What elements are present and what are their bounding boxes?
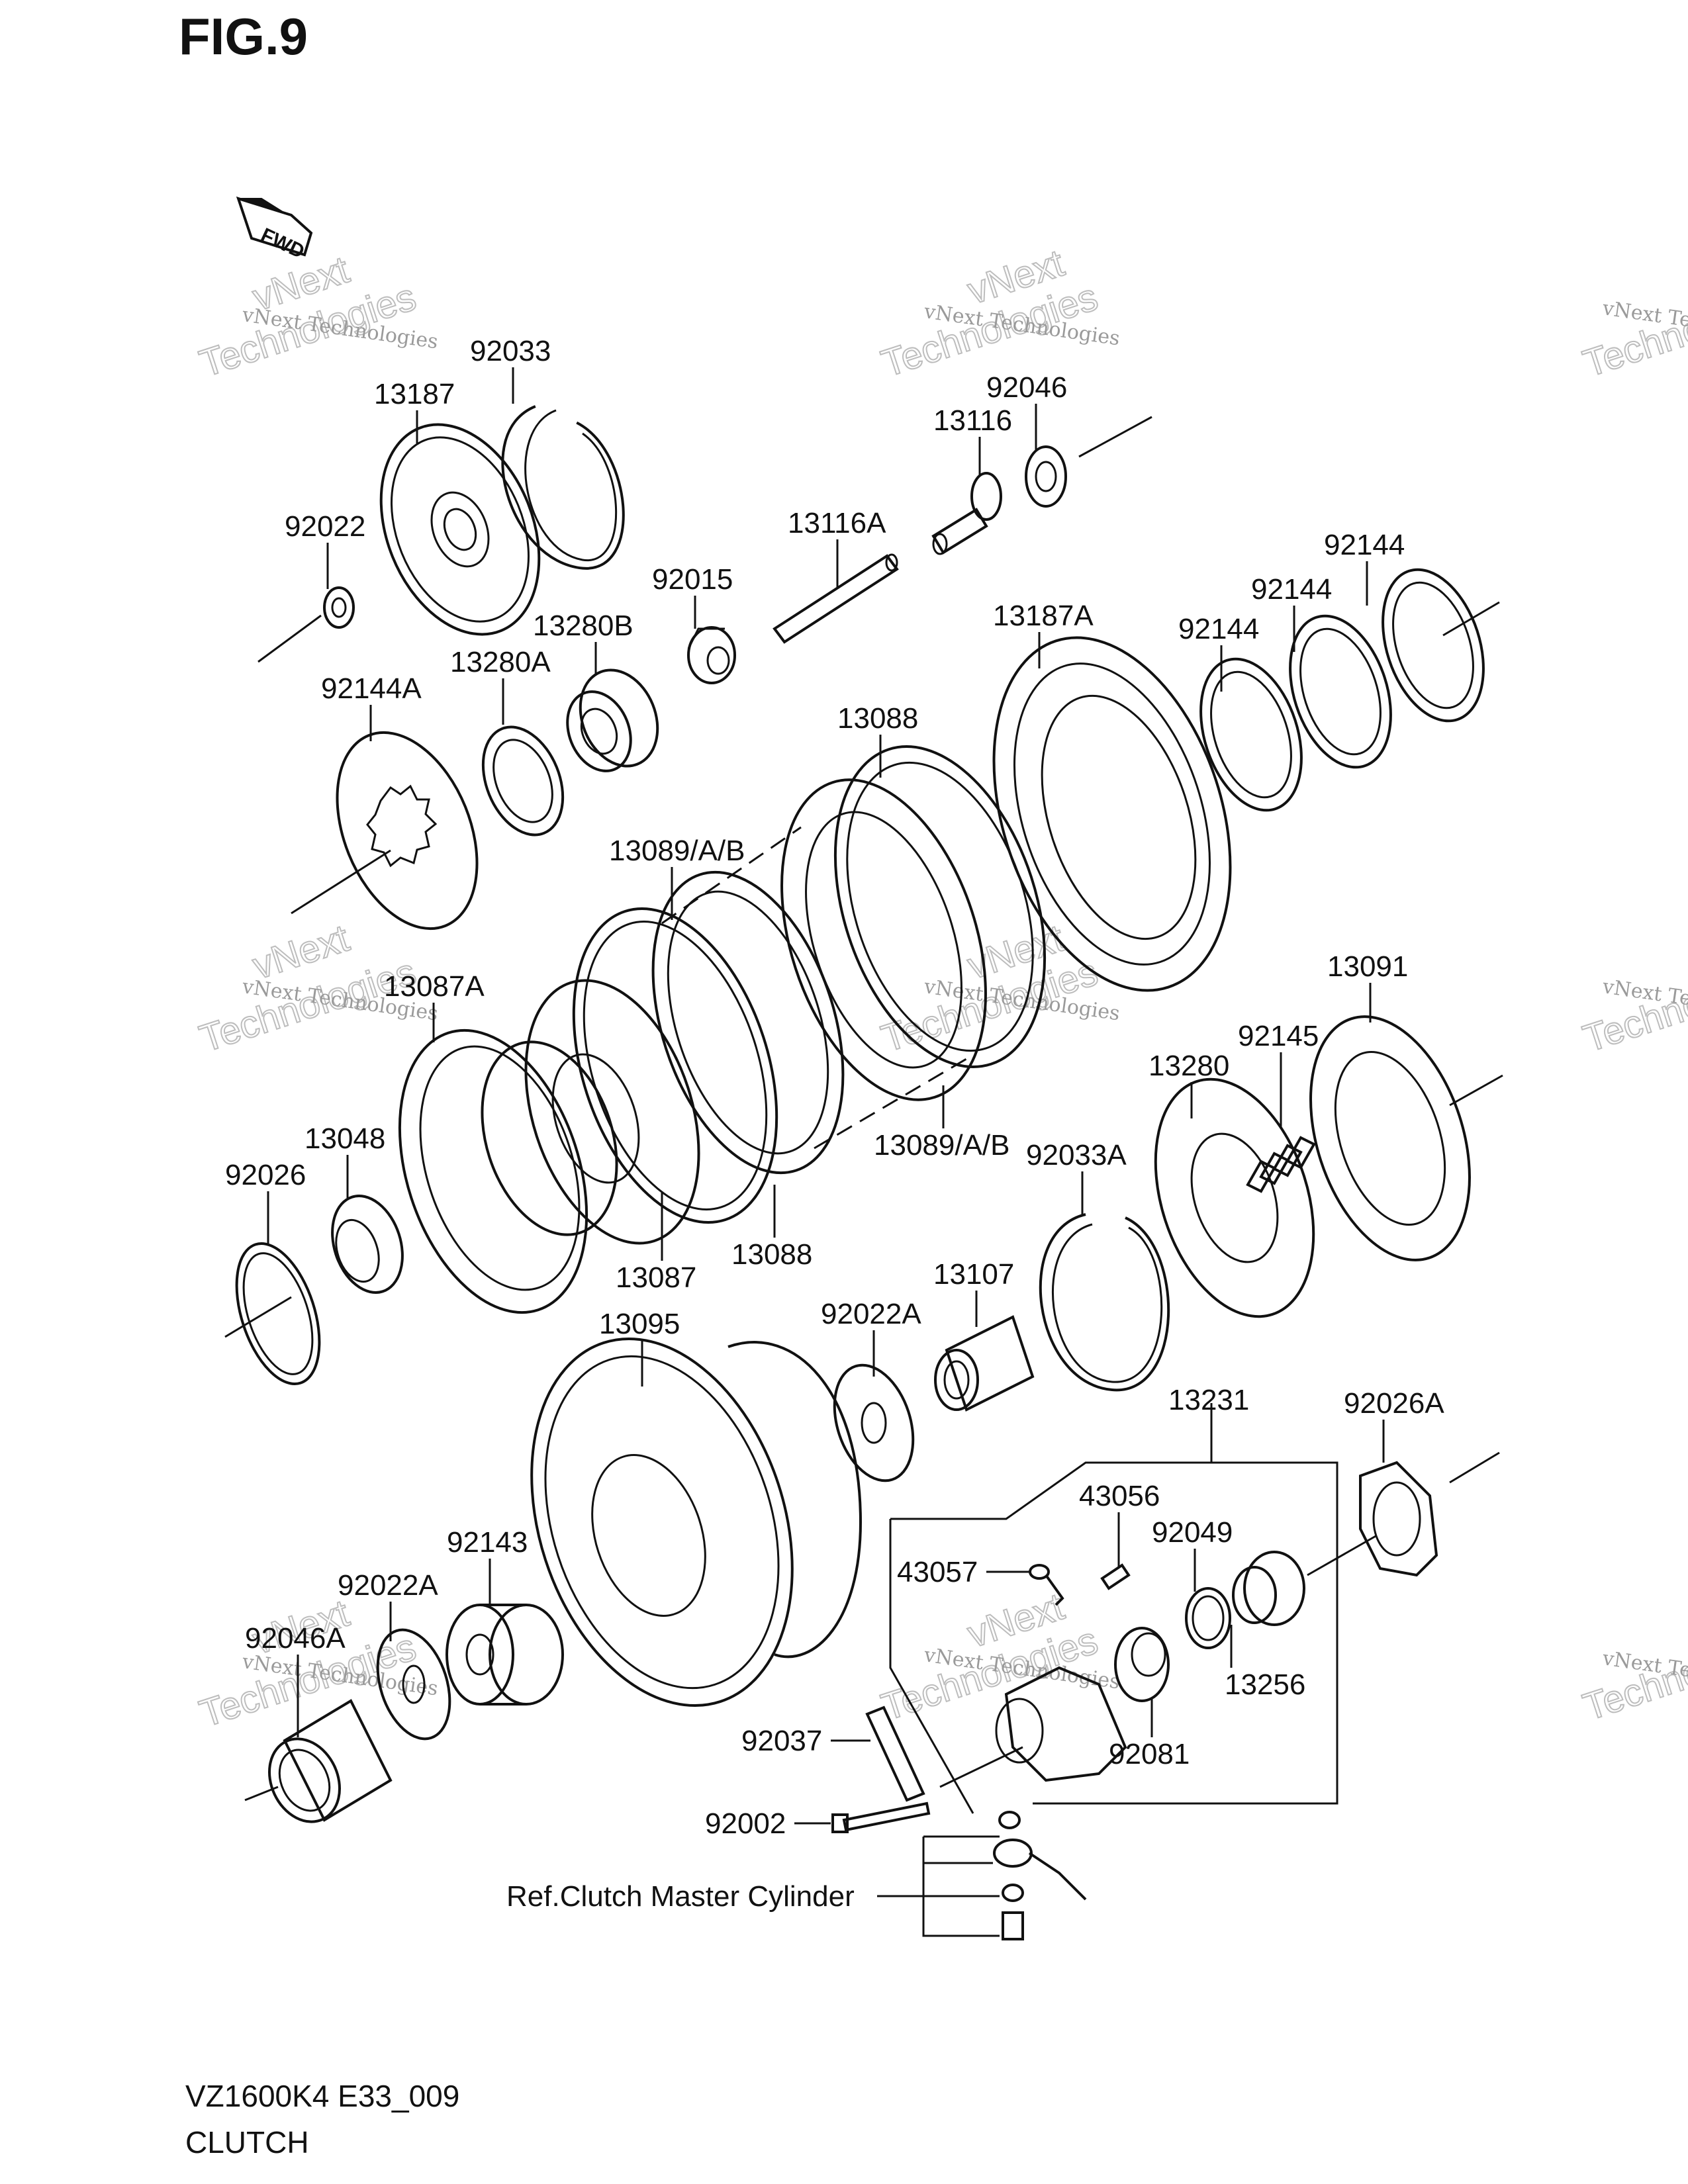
part-13089-steel-plate-bottom — [651, 870, 845, 1175]
label-13280: 13280 — [1149, 1050, 1229, 1082]
part-92144-shim-2 — [1289, 614, 1392, 769]
label-92081: 92081 — [1109, 1738, 1190, 1770]
watermark-top-center: vNext Technologies vNext Technologies — [876, 241, 1121, 387]
label-13088-top: 13088 — [837, 702, 918, 735]
watermark-top-right: Technologies vNext Technologies — [1577, 275, 1688, 386]
label-13091: 13091 — [1327, 950, 1408, 983]
part-92037-dowel — [865, 1706, 925, 1802]
part-13088-friction-plate-top — [833, 745, 1047, 1068]
part-92022-washer — [258, 586, 355, 663]
part-43057-cap — [1029, 1564, 1064, 1606]
part-92143-collar — [445, 1604, 564, 1706]
label-92022A-top: 92022A — [821, 1298, 921, 1330]
label-ref-clutch-master-cylinder: Ref.Clutch Master Cylinder — [506, 1880, 855, 1913]
label-13089-a-b-bottom: 13089/A/B — [874, 1129, 1010, 1161]
part-92145-spring — [1246, 1136, 1316, 1193]
part-13116-push-rod-end — [931, 472, 1002, 555]
footer-section-name: CLUTCH — [185, 2125, 309, 2160]
label-13107: 13107 — [933, 1258, 1014, 1291]
label-92033: 92033 — [470, 335, 551, 367]
part-13087-clutch-hub — [481, 979, 700, 1245]
part-13231-slave-cylinder — [939, 1666, 1127, 1788]
label-13048: 13048 — [305, 1122, 385, 1155]
part-92002-bolt — [831, 1801, 931, 1833]
label-13256: 13256 — [1225, 1668, 1305, 1701]
label-92144-c: 92144 — [1324, 529, 1405, 561]
label-92022: 92022 — [285, 510, 365, 543]
part-92033A-snap-ring — [1039, 1213, 1170, 1392]
label-92046A: 92046A — [245, 1622, 346, 1655]
part-13048-collar — [331, 1195, 404, 1294]
part-92046-needle-bearing — [1025, 416, 1152, 508]
label-13187: 13187 — [374, 378, 455, 410]
watermark-mid-right: Technologies vNext Technologies — [1577, 950, 1688, 1061]
footer-model-code: VZ1600K4 E33_009 — [185, 2079, 460, 2113]
label-13116: 13116 — [933, 404, 1012, 437]
label-13280B: 13280B — [533, 610, 633, 642]
label-13088-bottom: 13088 — [731, 1238, 812, 1271]
watermark-top-left: vNext Technologies vNext Technologies — [194, 248, 440, 387]
label-13187A: 13187A — [993, 600, 1094, 632]
label-92002: 92002 — [705, 1807, 786, 1840]
part-92015-nut — [687, 626, 736, 684]
part-13280-bearing-plate — [1154, 1077, 1315, 1318]
part-13187-pressure-plate — [379, 423, 541, 636]
part-13231-slave-cylinder-box — [889, 1403, 1338, 1814]
part-13095-clutch-housing — [530, 1337, 863, 1707]
part-13091-release-plate — [1309, 1015, 1503, 1261]
label-13087: 13087 — [616, 1261, 696, 1294]
part-92081-piston — [1114, 1627, 1170, 1702]
fwd-arrow-icon: FWD — [236, 196, 313, 263]
label-92143: 92143 — [447, 1526, 528, 1559]
label-92033A: 92033A — [1026, 1139, 1127, 1171]
label-92144-a: 92144 — [1178, 613, 1259, 645]
part-92026-circlip — [224, 1242, 321, 1385]
label-13095: 13095 — [599, 1308, 680, 1340]
part-43056-bleeder — [1100, 1549, 1131, 1590]
part-13280A-bearing-cage — [481, 725, 565, 837]
label-92026: 92026 — [225, 1159, 306, 1191]
label-13231: 13231 — [1168, 1384, 1249, 1416]
svg-text:Technologies: Technologies — [1578, 275, 1688, 385]
part-92144-shim-1 — [1199, 657, 1303, 812]
label-92037: 92037 — [741, 1725, 822, 1757]
part-92144A-friction-disc — [291, 731, 479, 931]
label-13280A: 13280A — [450, 646, 551, 678]
watermark-bottom-left: vNext Technologies vNext Technologies — [194, 1591, 440, 1737]
label-92022A-bottom: 92022A — [338, 1569, 438, 1602]
label-13089-a-b-top: 13089/A/B — [609, 835, 745, 867]
part-92144-shim-3 — [1382, 568, 1500, 723]
part-master-cylinder-hose-fittings — [922, 1811, 1087, 1940]
part-13107-sleeve — [934, 1315, 1035, 1412]
part-13280B-bearing — [566, 668, 659, 772]
part-92026A-gasket — [1359, 1451, 1500, 1577]
label-43057: 43057 — [897, 1556, 978, 1588]
part-92049-seal — [1185, 1587, 1231, 1649]
label-13116A: 13116A — [788, 507, 886, 539]
label-92049: 92049 — [1152, 1516, 1233, 1549]
label-92015: 92015 — [652, 563, 733, 596]
part-13256-piston — [1232, 1534, 1378, 1626]
figure-title: FIG.9 — [179, 7, 308, 66]
label-43056: 43056 — [1079, 1480, 1160, 1512]
label-92145: 92145 — [1238, 1020, 1319, 1052]
label-92144A: 92144A — [321, 672, 422, 705]
part-92046A-needle-bearing — [244, 1699, 393, 1823]
part-92033-snap-ring — [501, 405, 625, 570]
watermark-bottom-right: Technologies vNext Technologies — [1577, 1618, 1688, 1729]
label-92046: 92046 — [986, 371, 1067, 404]
part-13087A-hub-plate — [398, 1028, 588, 1314]
part-13089-steel-plate-top — [661, 778, 987, 1150]
label-92144-b: 92144 — [1251, 573, 1332, 606]
label-13087A: 13087A — [384, 970, 485, 1003]
label-92026A: 92026A — [1344, 1387, 1444, 1420]
part-92022A-washer-bottom — [376, 1628, 451, 1741]
part-13116A-push-rod — [773, 553, 899, 644]
part-92022A-washer-top — [833, 1363, 915, 1482]
